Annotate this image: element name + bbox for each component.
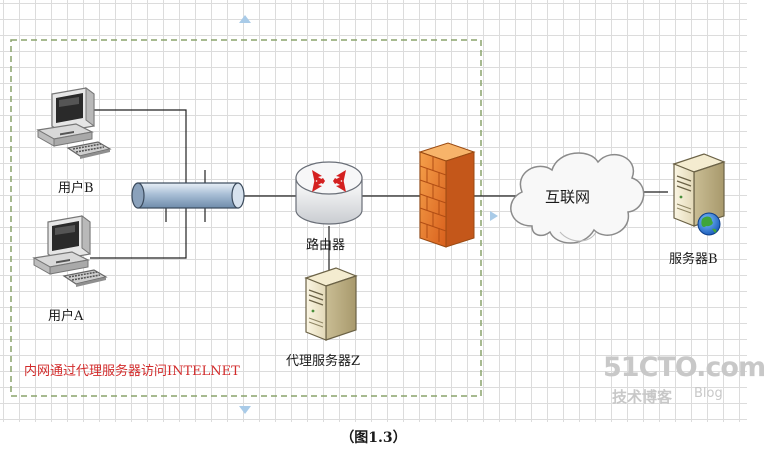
intranet-zone-border: [10, 39, 482, 397]
user-b-label: 用户B: [58, 181, 94, 196]
network-diagram: [10, 15, 725, 414]
server-b-label: 服务器B: [669, 252, 718, 267]
proxy-server-label: 代理服务器Z: [286, 354, 361, 369]
diagram-canvas: 用户B 用户A 路由器 代理服务器Z 互联网 服务器B 内网通过代理服务器访问I…: [0, 0, 765, 422]
top-handle-icon: [239, 15, 251, 23]
globe-icon: [697, 212, 721, 236]
cloud-icon: [510, 152, 645, 244]
router-icon: [295, 161, 363, 225]
router-label: 路由器: [306, 238, 346, 253]
user-b-computer-icon: [37, 87, 111, 160]
firewall-icon: [418, 142, 476, 248]
internet-label: 互联网: [545, 188, 591, 206]
server-b-icon: [673, 153, 725, 227]
hub-icon: [131, 182, 245, 209]
link-user-a-hub: [90, 208, 187, 259]
watermark-tagline: 技术博客: [612, 388, 673, 406]
link-user-b-hub: [90, 109, 187, 183]
right-handle-icon: [490, 211, 498, 221]
watermark-blog: Blog: [694, 386, 723, 401]
user-a-computer-icon: [33, 215, 107, 288]
proxy-server-icon: [305, 267, 357, 341]
bottom-handle-icon: [239, 406, 251, 414]
figure-caption: （图1.3）: [340, 430, 407, 446]
watermark-brand: 51CTO.com: [603, 352, 765, 383]
user-a-label: 用户A: [48, 309, 84, 324]
connection-lines: [90, 109, 668, 290]
intranet-zone-label: 内网通过代理服务器访问INTELNET: [24, 364, 240, 379]
